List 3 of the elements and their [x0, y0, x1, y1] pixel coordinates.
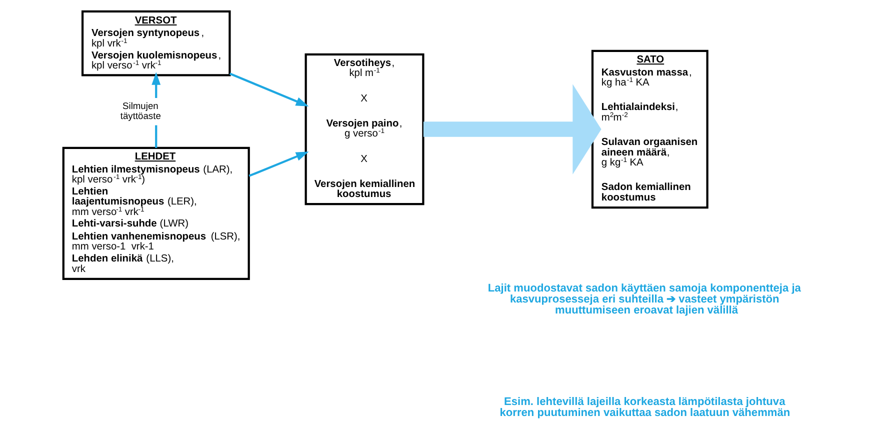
edge-label: Silmujen täyttöaste — [120, 100, 160, 122]
label: Lajit muodostavat sadon käyttäen samoja komponentteja ja kasvuprosesseja eri suhteilla ➔ vasteet ympäristön muuttumiseen eroavat lajien välillä — [487, 282, 800, 317]
label: Esim. lehtevillä lajeilla korkeasta lämpötilasta johtuva korren puutuminen vaikuttaa sadon laatuun vähemmän — [499, 396, 790, 420]
